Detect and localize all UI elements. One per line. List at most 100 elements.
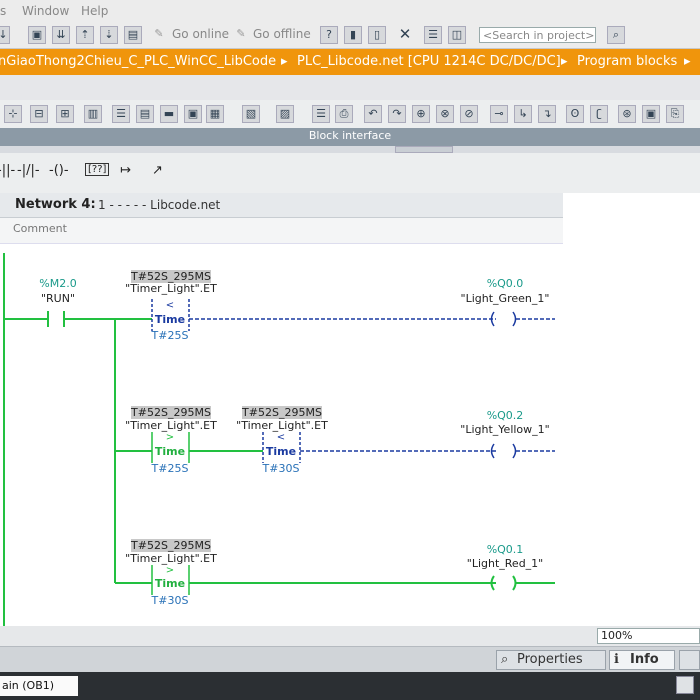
go-online-button[interactable]: Go online xyxy=(172,27,230,41)
compare-operand[interactable]: "Timer_Light".ET xyxy=(236,419,328,432)
compare-type: Time xyxy=(155,313,185,326)
snapshot-icon[interactable]: ⊛ xyxy=(618,105,636,123)
absolute-operand-icon[interactable]: ▥ xyxy=(84,105,102,123)
coil-shape xyxy=(490,575,517,591)
close-branch-icon[interactable]: ↗ xyxy=(152,163,163,178)
go-to-previous-icon[interactable]: ↶ xyxy=(364,105,382,123)
split-vertical-icon[interactable]: ◫ xyxy=(448,26,466,44)
editor-taskbar: ain (OB1) xyxy=(0,672,700,700)
zoom-field[interactable]: 100% xyxy=(597,628,700,644)
contact-address: %M2.0 xyxy=(39,277,76,290)
breadcrumb-program-blocks[interactable]: Program blocks xyxy=(577,54,678,69)
rung-trace-icon[interactable]: ʗ xyxy=(590,105,608,123)
properties-icon: ⌕ xyxy=(501,652,509,667)
coil-shape xyxy=(490,311,517,327)
accessible-devices-icon[interactable]: ? xyxy=(320,26,338,44)
coil-address: %Q0.1 xyxy=(487,543,524,556)
simulation-icon[interactable]: ▤ xyxy=(124,26,142,44)
cross-reference-icon[interactable]: ⊘ xyxy=(460,105,478,123)
insert-contact-icon[interactable]: ▦ xyxy=(206,105,224,123)
close-icon[interactable]: ✕ xyxy=(398,25,412,43)
breadcrumb-separator: ▸ xyxy=(684,54,691,69)
go-online-icon[interactable]: ✎ xyxy=(154,27,164,40)
go-offline-icon[interactable]: ✎ xyxy=(236,27,246,40)
menu-item-window[interactable]: Window xyxy=(22,4,70,18)
open-branch-icon[interactable]: ↳ xyxy=(514,105,532,123)
splitter-handle[interactable] xyxy=(395,146,453,153)
empty-box-icon[interactable]: [??] xyxy=(85,163,110,176)
download-icon[interactable]: ⇡ xyxy=(76,26,94,44)
open-all-networks-icon[interactable]: ☰ xyxy=(112,105,130,123)
delete-network-icon[interactable]: ⊟ xyxy=(30,105,48,123)
open-editor-tab[interactable]: ain (OB1) xyxy=(0,676,78,696)
compare-type: Time xyxy=(155,577,185,590)
block-interface-bar[interactable]: Block interface xyxy=(0,128,700,146)
stop-cpu-icon[interactable]: ▯ xyxy=(368,26,386,44)
upload-icon[interactable]: ⇣ xyxy=(100,26,118,44)
watch-table-icon[interactable]: ⊕ xyxy=(412,105,430,123)
monitoring-icon[interactable]: ⎙ xyxy=(335,105,353,123)
search-project-icon[interactable]: ⌕ xyxy=(607,26,625,44)
compare-operand[interactable]: "Timer_Light".ET xyxy=(125,552,217,565)
compare-constant[interactable]: T#30S xyxy=(262,462,300,475)
keyboard-icon[interactable] xyxy=(676,676,694,694)
compare-operand[interactable]: "Timer_Light".ET xyxy=(125,282,217,295)
breadcrumb-separator: ▸ xyxy=(561,54,568,69)
redo-icon[interactable]: ↓ xyxy=(0,26,10,44)
compile-icon[interactable]: ⇊ xyxy=(52,26,70,44)
go-to-next-icon[interactable]: ↷ xyxy=(388,105,406,123)
contact-nc-icon[interactable]: -|/|- xyxy=(17,163,40,178)
assign-parameters-icon[interactable]: ⊸ xyxy=(490,105,508,123)
actual-value-bg xyxy=(131,270,211,283)
info-tab-label: Info xyxy=(630,652,659,667)
insert-row-icon[interactable]: ⊞ xyxy=(56,105,74,123)
go-offline-button[interactable]: Go offline xyxy=(253,27,311,41)
open-branch-icon[interactable]: ↦ xyxy=(120,163,131,178)
download-block-icon[interactable]: ⎘ xyxy=(666,105,684,123)
ladder-editor[interactable]: Network 4: 1 - - - - - Libcode.net Comme… xyxy=(0,193,700,626)
properties-tab[interactable]: ⌕ Properties xyxy=(496,650,606,670)
compare-operator: > xyxy=(166,432,174,443)
start-cpu-icon[interactable]: ▮ xyxy=(344,26,362,44)
network-comment[interactable]: Comment xyxy=(0,218,563,244)
compare-constant[interactable]: T#25S xyxy=(151,329,189,342)
compare-operand[interactable]: "Timer_Light".ET xyxy=(125,419,217,432)
compare-operator: > xyxy=(166,565,174,576)
save-project-icon[interactable]: ▣ xyxy=(28,26,46,44)
rung-monitor-icon[interactable]: ʘ xyxy=(566,105,584,123)
close-all-networks-icon[interactable]: ▤ xyxy=(136,105,154,123)
close-branch-icon[interactable]: ↴ xyxy=(538,105,556,123)
actual-value: T#52S_295MS xyxy=(130,406,211,419)
coil-address: %Q0.2 xyxy=(487,409,524,422)
network-description[interactable]: 1 - - - - - Libcode.net xyxy=(98,198,221,212)
split-horizontal-icon[interactable]: ☰ xyxy=(424,26,442,44)
coil-icon[interactable]: -()- xyxy=(49,163,69,178)
coil-tag: "Light_Red_1" xyxy=(467,557,543,570)
diagnostics-tab[interactable] xyxy=(679,650,700,670)
network-header[interactable]: Network 4: 1 - - - - - Libcode.net xyxy=(0,193,563,218)
compare-constant[interactable]: T#25S xyxy=(151,462,189,475)
network-comments-icon[interactable]: ▬ xyxy=(160,105,178,123)
inspector-bar: ⌕ Properties ℹ Info xyxy=(0,646,700,673)
editor-toolbar: ⊹ ⊟ ⊞ ▥ ☰ ▤ ▬ ▣ ▦ ▧ ▨ ☰ ⎙ ↶ ↷ ⊕ ⊗ ⊘ ⊸ ↳ … xyxy=(0,100,700,129)
contact-no-icon[interactable]: -||- xyxy=(0,163,16,178)
breadcrumb-project[interactable]: nGiaoThong2Chieu_C_PLC_WinCC_LibCode xyxy=(0,54,277,69)
compare-constant[interactable]: T#30S xyxy=(151,594,189,607)
compare-operator: < xyxy=(166,300,174,311)
menu-item-options[interactable]: s xyxy=(0,4,7,18)
search-input[interactable]: <Search in project> xyxy=(479,27,596,43)
monitor-on-off-icon[interactable]: ▣ xyxy=(642,105,660,123)
actual-value-bg xyxy=(131,539,211,552)
actual-value-bg xyxy=(242,406,322,419)
coil-tag: "Light_Green_1" xyxy=(461,292,550,305)
insert-coil-icon[interactable]: ▧ xyxy=(242,105,260,123)
compare-operator: < xyxy=(277,432,285,443)
force-table-icon[interactable]: ⊗ xyxy=(436,105,454,123)
insert-box-icon[interactable]: ▨ xyxy=(276,105,294,123)
info-tab[interactable]: ℹ Info xyxy=(609,650,675,670)
toggle-view-icon[interactable]: ☰ xyxy=(312,105,330,123)
favorites-icon[interactable]: ▣ xyxy=(184,105,202,123)
insert-network-icon[interactable]: ⊹ xyxy=(4,105,22,123)
menu-item-help[interactable]: Help xyxy=(81,4,109,18)
breadcrumb-device[interactable]: PLC_Libcode.net [CPU 1214C DC/DC/DC] xyxy=(297,54,561,69)
